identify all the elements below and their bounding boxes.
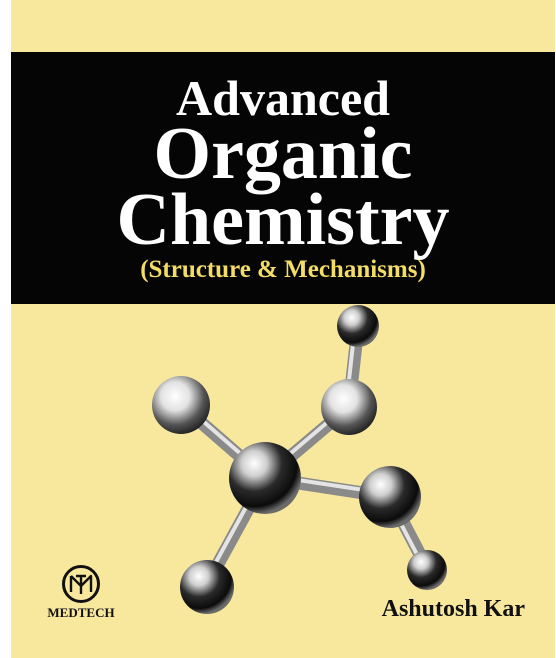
atom	[337, 305, 379, 347]
atom	[407, 550, 447, 590]
title-band	[11, 52, 555, 304]
publisher-name: MEDTECH	[47, 605, 115, 620]
title-line-chemistry: Chemistry	[116, 179, 450, 261]
atom	[321, 379, 377, 435]
publisher-logo: MEDTECH	[44, 565, 118, 625]
title-line-advanced: Advanced	[176, 70, 390, 126]
atom	[229, 442, 301, 514]
molecule-atoms	[152, 305, 447, 614]
atom	[180, 560, 234, 614]
subtitle: (Structure & Mechanisms)	[140, 256, 426, 283]
title-line-organic: Organic	[153, 113, 413, 195]
atom	[152, 376, 210, 434]
medtech-logo-icon	[62, 565, 100, 603]
molecule-illustration	[152, 305, 447, 614]
atom	[359, 466, 421, 528]
author-name: Ashutosh Kar	[381, 596, 525, 622]
book-cover: Advanced Organic Chemistry (Structure & …	[11, 0, 555, 658]
molecule-bonds	[174, 319, 434, 591]
